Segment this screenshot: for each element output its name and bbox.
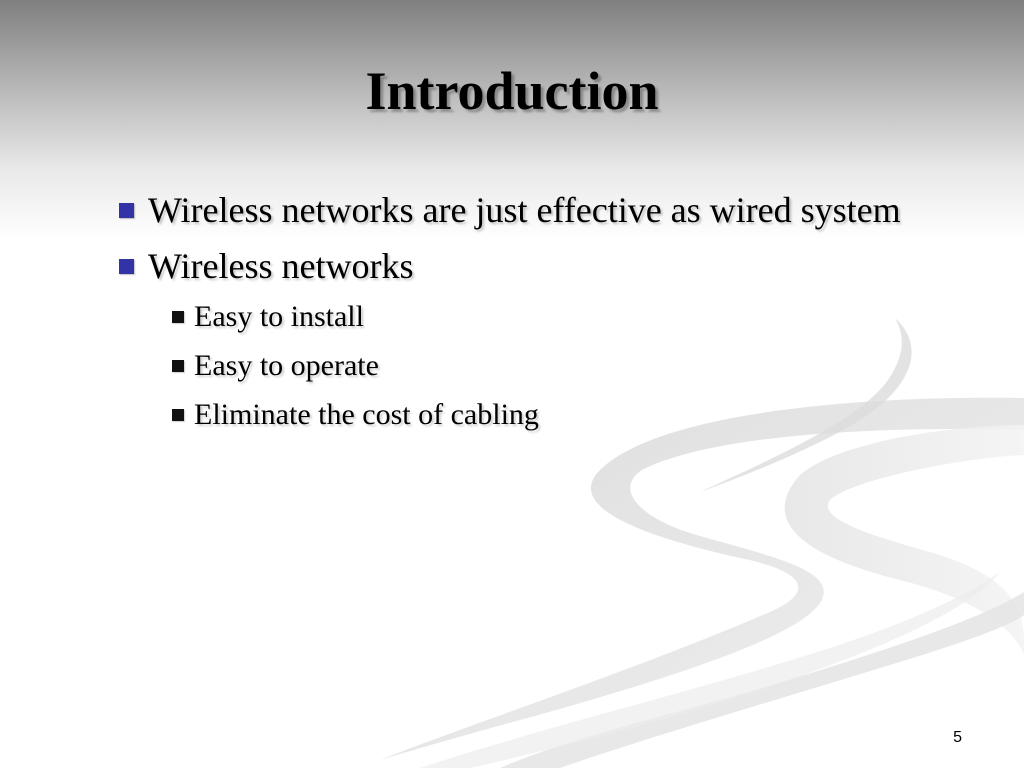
sub-bullet-item: Easy to operate	[172, 349, 379, 383]
square-bullet-icon	[119, 202, 134, 218]
sub-bullet-item: Easy to install	[172, 300, 364, 334]
sub-bullet-item: Eliminate the cost of cabling	[172, 398, 539, 432]
square-sub-bullet-icon	[172, 409, 184, 421]
bullet-text: Wireless networks are just effective as …	[148, 190, 901, 230]
sub-bullet-text: Easy to operate	[194, 349, 379, 382]
square-sub-bullet-icon	[172, 360, 184, 372]
square-sub-bullet-icon	[172, 311, 184, 323]
bullet-text: Wireless networks	[148, 246, 414, 286]
sub-bullet-text: Easy to install	[194, 300, 364, 333]
page-number: 5	[953, 729, 962, 746]
bullet-item: Wireless networks	[119, 245, 413, 287]
square-bullet-icon	[119, 258, 134, 274]
bullet-item: Wireless networks are just effective as …	[119, 189, 901, 231]
sub-bullet-text: Eliminate the cost of cabling	[194, 398, 539, 431]
slide-title: Introduction	[365, 61, 659, 121]
